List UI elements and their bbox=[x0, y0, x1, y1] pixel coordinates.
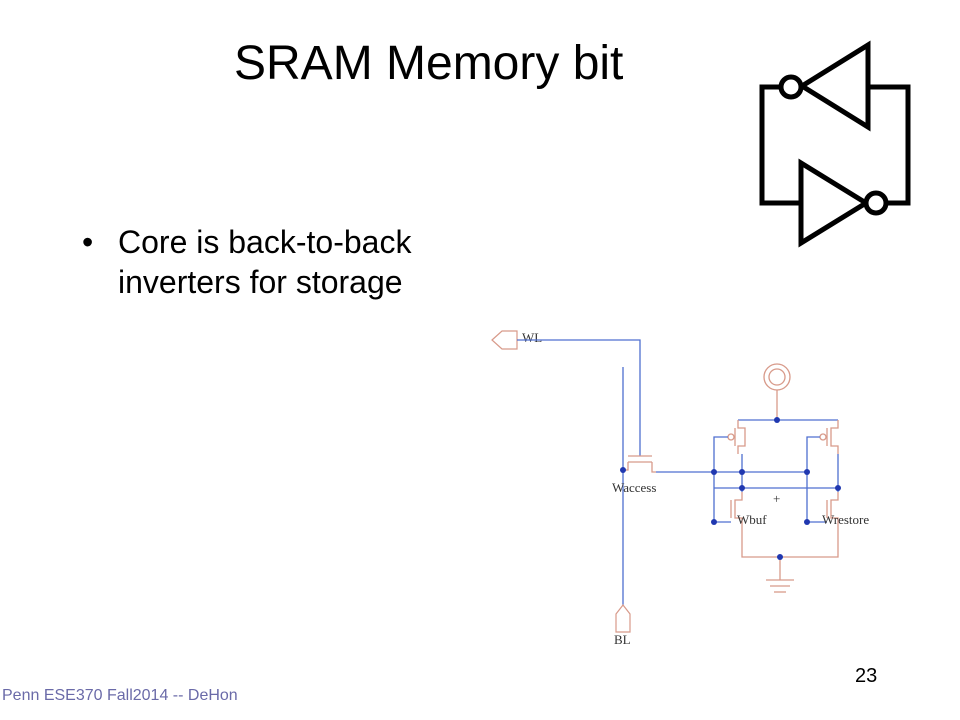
junction-dot bbox=[739, 469, 745, 475]
bitline-label: BL bbox=[614, 632, 631, 647]
junction-dot bbox=[777, 554, 783, 560]
restore-transistor-label: Wrestore bbox=[822, 512, 869, 527]
ground-icon bbox=[766, 557, 794, 593]
junction-dot bbox=[711, 519, 717, 525]
bullet-marker: • bbox=[82, 224, 94, 260]
junction-dots bbox=[620, 417, 841, 560]
junction-dot bbox=[774, 417, 780, 423]
slide-footer: Penn ESE370 Fall2014 -- DeHon bbox=[2, 687, 238, 704]
node-plus-marker: + bbox=[773, 491, 780, 506]
restore-gate-wire bbox=[806, 436, 827, 523]
ground-rail bbox=[741, 540, 839, 558]
bullet-text: Core is back-to-back inverters for stora… bbox=[118, 224, 412, 300]
junction-dot bbox=[804, 519, 810, 525]
wordline-label: WL bbox=[522, 330, 542, 345]
wordline-wire bbox=[517, 339, 641, 456]
junction-dot bbox=[835, 485, 841, 491]
restore-inverter bbox=[819, 420, 839, 540]
access-transistor-label: Waccess bbox=[612, 480, 656, 495]
vdd-supply-icon bbox=[763, 363, 791, 420]
bullet-list: • Core is back-to-back inverters for sto… bbox=[82, 222, 538, 302]
feedback-wire-left bbox=[759, 84, 801, 206]
feedback-wire-right bbox=[868, 84, 911, 206]
junction-dot bbox=[711, 469, 717, 475]
slide-title: SRAM Memory bit bbox=[234, 37, 624, 90]
junction-dot bbox=[739, 485, 745, 491]
buffer-transistor-label: Wbuf bbox=[737, 512, 767, 527]
buffer-inverter bbox=[727, 420, 746, 540]
access-transistor bbox=[623, 455, 656, 473]
junction-dot bbox=[620, 467, 626, 473]
bullet-item: • Core is back-to-back inverters for sto… bbox=[82, 222, 538, 302]
page-number: 23 bbox=[855, 665, 878, 687]
buffer-gate-wire bbox=[713, 436, 731, 523]
junction-dot bbox=[804, 469, 810, 475]
bitline-pin bbox=[615, 604, 631, 633]
wordline-pin bbox=[491, 330, 518, 350]
